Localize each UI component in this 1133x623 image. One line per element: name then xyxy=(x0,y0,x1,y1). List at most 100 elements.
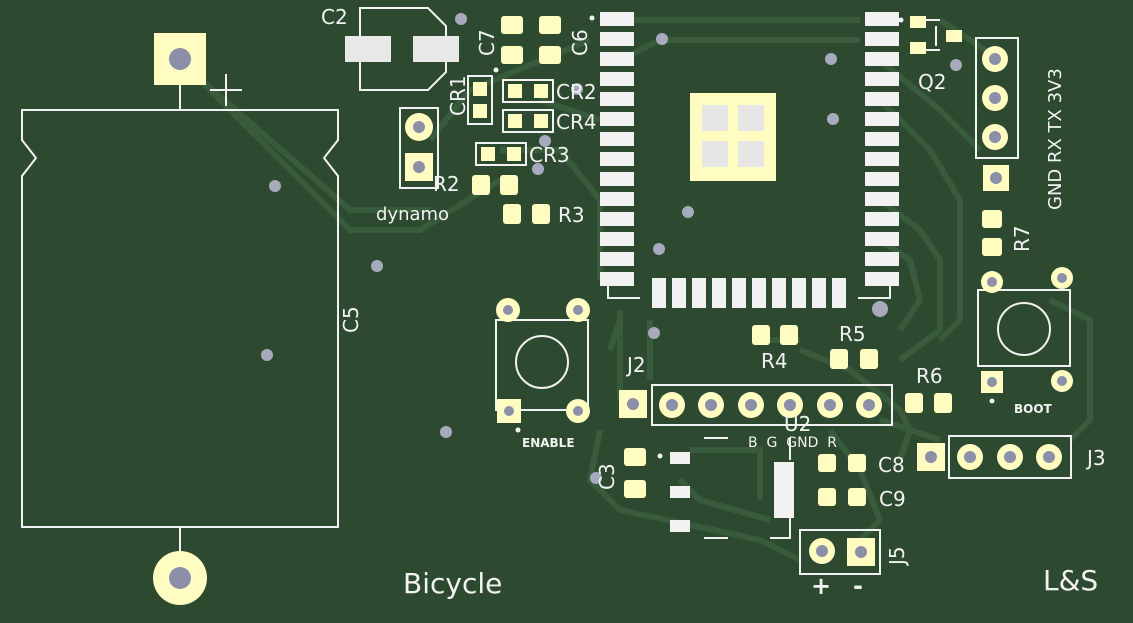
boot-hole xyxy=(1057,273,1067,283)
via xyxy=(571,83,583,95)
via xyxy=(590,472,602,484)
cr3-pad xyxy=(507,147,521,161)
label-r5: R5 xyxy=(839,322,866,346)
enable-button-outline xyxy=(495,319,589,411)
c8-c9-pads xyxy=(818,454,866,506)
c2-outline xyxy=(359,7,447,91)
u2-outline xyxy=(704,437,791,539)
cr2-pad xyxy=(534,84,548,98)
r4-r5-r6-pads xyxy=(752,325,952,413)
serial-hole xyxy=(989,92,1001,104)
j5-outline xyxy=(799,529,881,575)
module-thermal-cell xyxy=(702,141,728,167)
boot-button-outline xyxy=(977,289,1071,367)
label-r4: R4 xyxy=(761,349,788,373)
c2-pad xyxy=(413,36,459,62)
label-enable: ENABLE xyxy=(522,436,575,450)
j2-pads xyxy=(659,392,882,418)
cr1-outline xyxy=(467,75,493,125)
j3-hole xyxy=(925,451,937,463)
label-bgndr: B G GND R xyxy=(748,435,837,451)
module-thermal-cell xyxy=(738,105,764,131)
dynamo-outline xyxy=(399,107,439,189)
cr4-outline xyxy=(502,109,554,133)
j3-hole xyxy=(1004,451,1016,463)
module-outline xyxy=(607,282,891,299)
label-c7: C7 xyxy=(475,29,499,56)
label-cr2: CR2 xyxy=(556,80,597,104)
via xyxy=(825,53,837,65)
dynamo-hole xyxy=(413,121,425,133)
boot-button-cap[interactable] xyxy=(997,302,1051,356)
boot-hole xyxy=(987,377,997,387)
via xyxy=(827,113,839,125)
cr1-pad xyxy=(473,82,487,96)
dynamo-hole xyxy=(413,161,425,173)
label-bicycle: Bicycle xyxy=(403,567,502,600)
via xyxy=(950,59,962,71)
label-ls: L&S xyxy=(1043,564,1098,597)
module-thermal-cell xyxy=(738,141,764,167)
label-c3: C3 xyxy=(595,463,619,490)
module-right-pads xyxy=(865,12,899,286)
via xyxy=(656,33,668,45)
c3-pad xyxy=(624,448,646,466)
boot-hole xyxy=(987,277,997,287)
label-r2: R2 xyxy=(433,172,460,196)
r2-r3-pads xyxy=(472,175,550,224)
label-j5: J5 xyxy=(885,546,909,567)
cr4-pad xyxy=(508,114,522,128)
serial-hole xyxy=(989,53,1001,65)
j5-hole xyxy=(855,546,867,558)
via xyxy=(269,180,281,192)
cr3-pad xyxy=(481,147,495,161)
enable-hole xyxy=(573,305,583,315)
label-cr4: CR4 xyxy=(556,110,597,134)
serial-hole xyxy=(989,131,1001,143)
label-c9: C9 xyxy=(879,487,906,511)
label-cr1: CR1 xyxy=(446,75,470,116)
label-c6: C6 xyxy=(568,29,592,56)
label-serial-pins: GND RX TX 3V3 xyxy=(1045,68,1066,210)
module-bottom-pads xyxy=(652,278,846,308)
via xyxy=(532,163,544,175)
label-j3: J3 xyxy=(1085,446,1106,470)
enable-hole xyxy=(573,406,583,416)
j2-outline xyxy=(651,384,893,426)
label-r6: R6 xyxy=(916,364,943,388)
label-plus: + xyxy=(811,572,831,600)
c7-c6-pads xyxy=(501,16,561,64)
cr1-pad xyxy=(473,104,487,118)
enable-button-cap[interactable] xyxy=(515,335,569,389)
module-thermal-cell xyxy=(702,105,728,131)
label-r3: R3 xyxy=(558,203,585,227)
boot-hole xyxy=(1057,376,1067,386)
via xyxy=(440,426,452,438)
c5-hole xyxy=(169,48,191,70)
serial-header-outline xyxy=(975,37,1019,159)
via xyxy=(872,301,888,317)
u2-tab-pad xyxy=(774,462,794,518)
q2-pads xyxy=(910,16,962,54)
c2-pad xyxy=(345,36,391,62)
cr2-pad xyxy=(508,84,522,98)
u2-pad xyxy=(670,520,690,532)
cr2-outline xyxy=(502,79,554,103)
via xyxy=(653,243,665,255)
q2-outline xyxy=(926,19,940,51)
j3-hole xyxy=(1043,451,1055,463)
j2-hole xyxy=(627,398,639,410)
cr3-outline xyxy=(475,142,527,166)
via xyxy=(539,135,551,147)
j3-hole xyxy=(964,451,976,463)
label-q2: Q2 xyxy=(918,70,946,94)
r7-pad xyxy=(982,210,1002,228)
label-c2: C2 xyxy=(321,5,348,29)
label-j2: J2 xyxy=(625,353,646,377)
via xyxy=(371,260,383,272)
pin1-markers xyxy=(493,15,995,459)
via xyxy=(682,206,694,218)
via xyxy=(455,13,467,25)
